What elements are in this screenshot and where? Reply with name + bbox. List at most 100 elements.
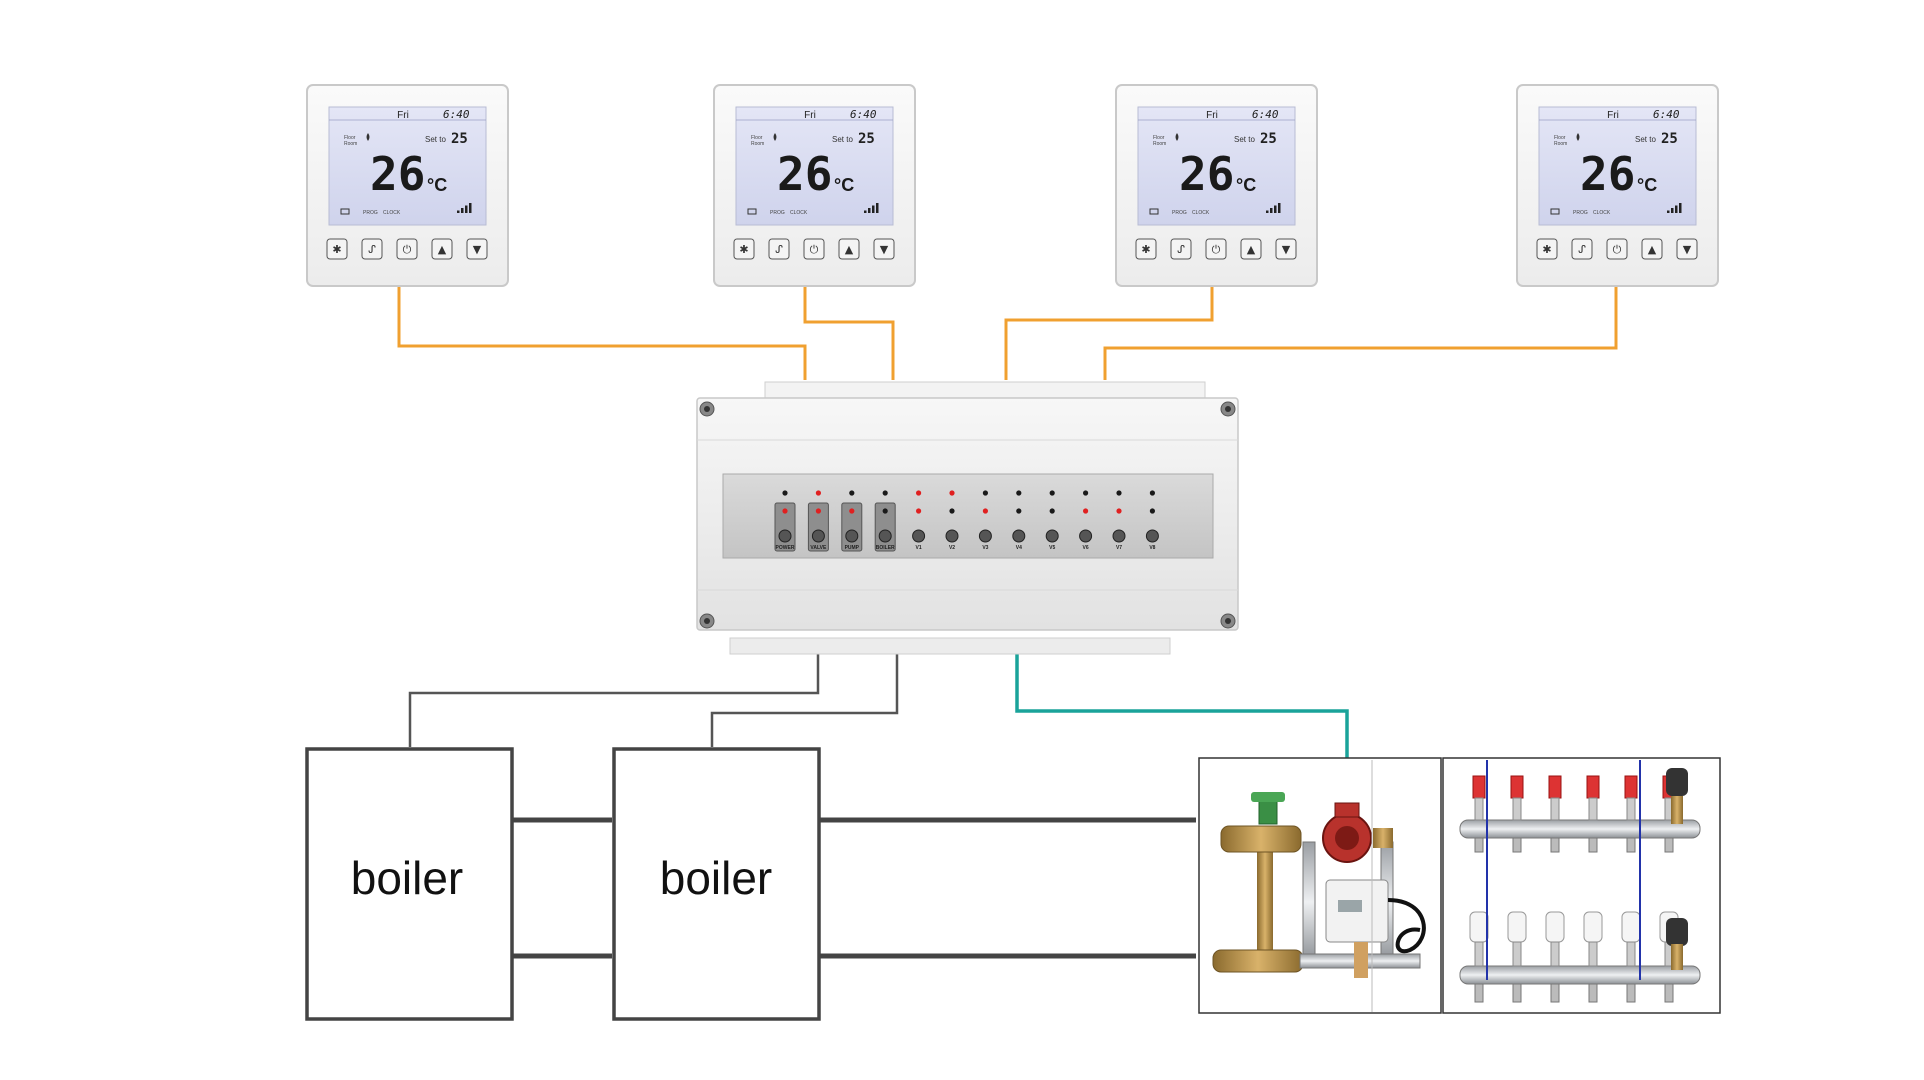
fan-icon[interactable]: ᔑ (1571, 238, 1593, 260)
boiler-2: boiler (612, 747, 821, 1021)
led (916, 490, 922, 496)
lcd-set-value: 25 (858, 131, 875, 147)
power-icon[interactable]: ⏻ (396, 238, 418, 260)
battery-icon (747, 208, 757, 215)
lcd-temperature: 26 (1580, 147, 1635, 201)
snowflake-icon[interactable]: ✱ (1135, 238, 1157, 260)
svg-text:▼: ▼ (1683, 243, 1692, 256)
channel-v8: V8 (1145, 490, 1159, 551)
thermostat-wires (397, 286, 1618, 380)
led (1149, 508, 1155, 514)
terminal-screw (1012, 529, 1026, 543)
channel-label: PUMP (845, 545, 860, 551)
flame-icon (1576, 133, 1580, 141)
channel-label: V5 (1049, 545, 1055, 551)
lcd-mode-room: Room (344, 141, 357, 147)
led (849, 490, 855, 496)
lcd-mode-floor: Floor (344, 135, 356, 141)
snowflake-icon[interactable]: ✱ (1536, 238, 1558, 260)
lcd-day: Fri (397, 110, 409, 121)
led (782, 490, 788, 496)
lcd-clock: CLOCK (1192, 210, 1210, 216)
fan-icon[interactable]: ᔑ (768, 238, 790, 260)
power-icon[interactable]: ⏻ (1606, 238, 1628, 260)
channel-label: VALVE (810, 545, 827, 551)
lcd-unit: °C (834, 175, 854, 195)
arrow-up-icon[interactable]: ▲ (1240, 238, 1262, 260)
fan-icon[interactable]: ᔑ (1170, 238, 1192, 260)
wire-boiler-1 (408, 650, 820, 747)
lcd-set-value: 25 (451, 131, 468, 147)
led (1116, 490, 1122, 496)
flame-icon (366, 133, 370, 141)
lcd-prog: PROG (1573, 210, 1588, 216)
boiler-1: boiler (305, 747, 514, 1021)
terminal-screw (811, 529, 825, 543)
boiler-1-label: boiler (351, 852, 464, 904)
arrow-up-icon[interactable]: ▲ (1641, 238, 1663, 260)
channel-v5: V5 (1045, 490, 1059, 551)
lcd-prog: PROG (1172, 210, 1187, 216)
arrow-down-icon[interactable]: ▼ (1676, 238, 1698, 260)
channel-panel (722, 473, 1214, 559)
led (815, 490, 822, 496)
terminal-screw (1112, 529, 1126, 543)
led (1049, 508, 1055, 514)
lcd-set-label: Set to (1635, 135, 1656, 144)
svg-text:⏻: ⏻ (403, 243, 412, 256)
svg-text:▼: ▼ (880, 243, 889, 256)
terminal-screw (1045, 529, 1059, 543)
manifold-loop-3 (1545, 775, 1565, 1003)
svg-text:✱: ✱ (1141, 243, 1150, 256)
snowflake-icon[interactable]: ✱ (326, 238, 348, 260)
fan-icon[interactable]: ᔑ (361, 238, 383, 260)
svg-text:✱: ✱ (1542, 243, 1551, 256)
lcd-screen (1538, 106, 1697, 226)
arrow-up-icon[interactable]: ▲ (431, 238, 453, 260)
channel-label: BOILER (876, 545, 895, 551)
terminal-screw (912, 529, 926, 543)
lcd-temperature: 26 (1179, 147, 1234, 201)
led (1016, 508, 1022, 514)
corner-screws (699, 401, 1236, 629)
pump-mixing-station (1198, 757, 1442, 1014)
channel-v3: V3 (978, 490, 992, 551)
arrow-down-icon[interactable]: ▼ (1275, 238, 1297, 260)
led (949, 508, 955, 514)
signal-icon (457, 203, 472, 213)
channel-power: POWER (774, 490, 796, 552)
arrow-down-icon[interactable]: ▼ (466, 238, 488, 260)
manifold-loops (1469, 775, 1679, 1003)
boiler-2-label: boiler (660, 852, 773, 904)
wire-pump (1015, 650, 1349, 775)
lcd-time: 6:40 (1653, 108, 1680, 121)
battery-icon (1149, 208, 1159, 215)
channel-label: V7 (1116, 545, 1122, 551)
channel-v7: V7 (1112, 490, 1126, 551)
channel-label: V6 (1083, 545, 1089, 551)
arrow-up-icon[interactable]: ▲ (838, 238, 860, 260)
lcd-prog: PROG (770, 210, 785, 216)
lcd-screen (1137, 106, 1296, 226)
svg-text:▲: ▲ (1648, 243, 1657, 256)
svg-text:⏻: ⏻ (1212, 243, 1221, 256)
flame-icon (773, 133, 777, 141)
manifold (1442, 757, 1721, 1014)
signal-icon (1667, 203, 1682, 213)
lcd-unit: °C (1236, 175, 1256, 195)
led (1149, 490, 1155, 496)
svg-text:ᔑ: ᔑ (1177, 243, 1185, 256)
power-icon[interactable]: ⏻ (803, 238, 825, 260)
snowflake-icon[interactable]: ✱ (733, 238, 755, 260)
power-icon[interactable]: ⏻ (1205, 238, 1227, 260)
lcd-mode-floor: Floor (1153, 135, 1165, 141)
channel-pump: PUMP (841, 490, 863, 552)
terminal-screw (778, 529, 792, 543)
channel-v4: V4 (1012, 490, 1026, 551)
arrow-down-icon[interactable]: ▼ (873, 238, 895, 260)
svg-text:ᔑ: ᔑ (1578, 243, 1586, 256)
